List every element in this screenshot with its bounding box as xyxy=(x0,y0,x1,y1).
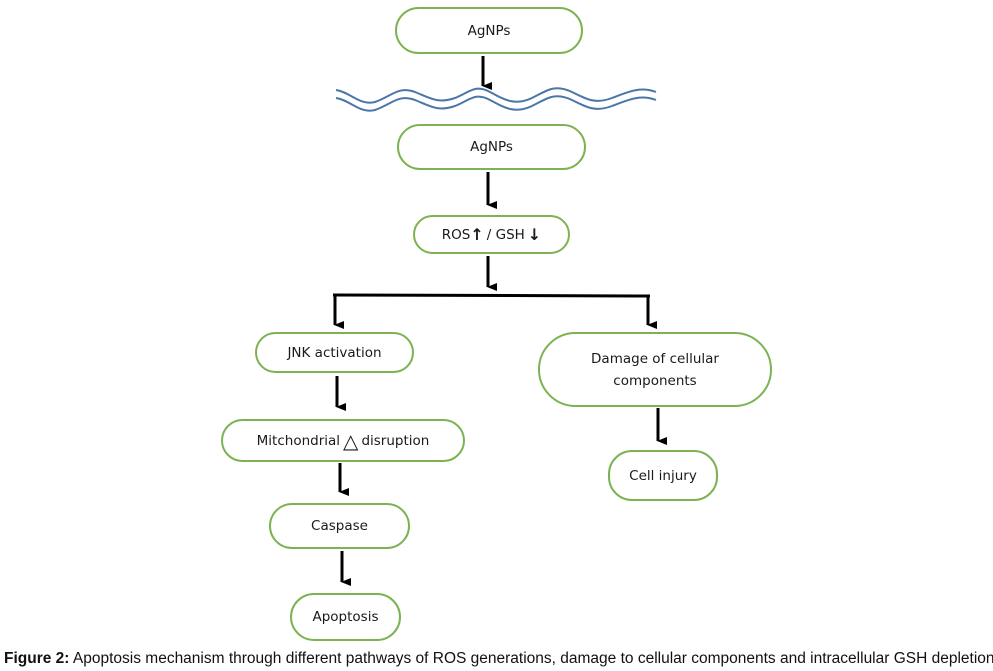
ros-up-arrow-icon: ↑ xyxy=(470,224,484,244)
node-agnps-inner-label: AgNPs xyxy=(470,139,513,155)
delta-icon: △ xyxy=(343,428,359,453)
membrane-wave-lower xyxy=(335,95,657,112)
node-ros-gsh: ROS ↑ / GSH ↓ xyxy=(413,215,570,254)
mito-label-after: disruption xyxy=(361,432,430,449)
gsh-down-arrow-icon: ↓ xyxy=(527,224,542,244)
mito-label-before: Mitchondrial xyxy=(256,432,341,449)
node-apoptosis: Apoptosis xyxy=(290,593,401,641)
node-mito-disruption: Mitchondrial △ disruption xyxy=(221,419,465,462)
ros-label: ROS xyxy=(441,226,471,243)
node-damage-components: Damage of cellular components xyxy=(538,332,772,407)
node-cell-injury: Cell injury xyxy=(608,450,718,501)
membrane-wave-upper xyxy=(335,87,657,104)
caption-label: Figure 2: xyxy=(4,650,70,667)
node-cell-injury-label: Cell injury xyxy=(629,467,697,484)
node-apoptosis-label: Apoptosis xyxy=(312,609,379,625)
branch-line xyxy=(332,293,651,298)
node-jnk-label: JNK activation xyxy=(287,344,382,361)
damage-label-line1: Damage of cellular xyxy=(591,350,719,367)
damage-label-line2: components xyxy=(613,372,697,389)
node-agnps-top-label: AgNPs xyxy=(467,22,511,39)
caption-text: Apoptosis mechanism through different pa… xyxy=(69,650,993,667)
figure-caption: Figure 2: Apoptosis mechanism through di… xyxy=(4,650,993,668)
node-agnps-inner: AgNPs xyxy=(397,124,586,170)
node-agnps-top: AgNPs xyxy=(395,7,583,54)
node-jnk-activation: JNK activation xyxy=(255,332,414,373)
node-caspase: Caspase xyxy=(269,503,410,549)
gsh-label: / GSH xyxy=(486,226,525,243)
node-caspase-label: Caspase xyxy=(311,518,368,534)
